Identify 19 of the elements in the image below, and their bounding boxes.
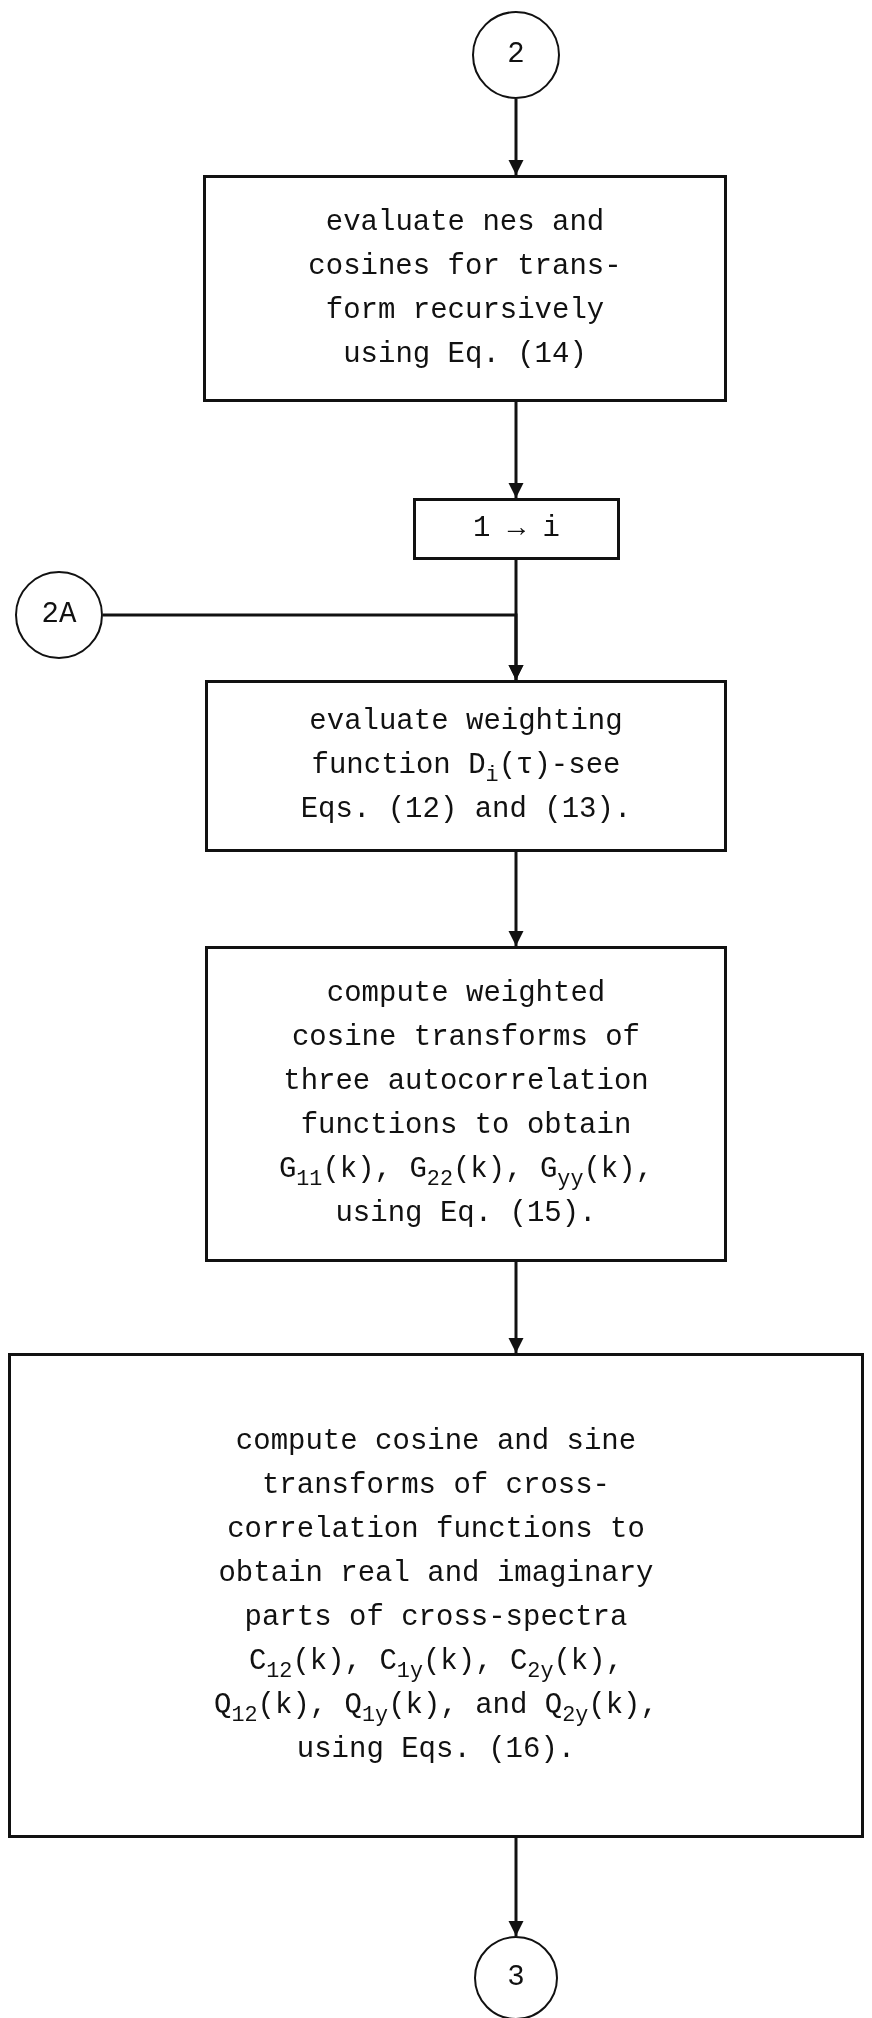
step-text: evaluate nes and cosines for trans- form recursively using Eq. (14) bbox=[307, 204, 623, 373]
connector-number: 2A bbox=[41, 597, 77, 633]
step-text: 1 → i bbox=[472, 511, 561, 547]
step-text: compute cosine and sine transforms of cross- correlation functions to obtain real and imaginary parts of cross-spectra C$_{12}$(k), C$_{1y}$(k), C$_{2y}$(k), Q$_{12}$(k), Q$_{1y}$(k), and Q$_{2y}$(k), using Eqs. (16). bbox=[213, 1423, 659, 1768]
process-box bbox=[413, 498, 620, 560]
step-text: compute weighted cosine transforms of three autocorrelation functions to obtain G$_{11}$(k), G$_{22}$(k), G$_{yy}$(k), using Eq. (15). bbox=[277, 976, 655, 1232]
connector-number: 3 bbox=[507, 1960, 525, 1996]
arrow bbox=[508, 1262, 524, 1353]
arrow bbox=[103, 613, 524, 680]
process-box bbox=[205, 946, 727, 1262]
arrow bbox=[508, 1838, 524, 1936]
arrow bbox=[508, 852, 524, 946]
arrow bbox=[508, 99, 524, 175]
process-box bbox=[8, 1353, 864, 1838]
process-box bbox=[205, 680, 727, 852]
process-box bbox=[203, 175, 727, 402]
step-text: evaluate weighting function D$_{i}$(τ)-see Eqs. (12) and (13). bbox=[299, 704, 633, 828]
arrow bbox=[508, 402, 524, 498]
connector-number: 2 bbox=[507, 37, 525, 73]
